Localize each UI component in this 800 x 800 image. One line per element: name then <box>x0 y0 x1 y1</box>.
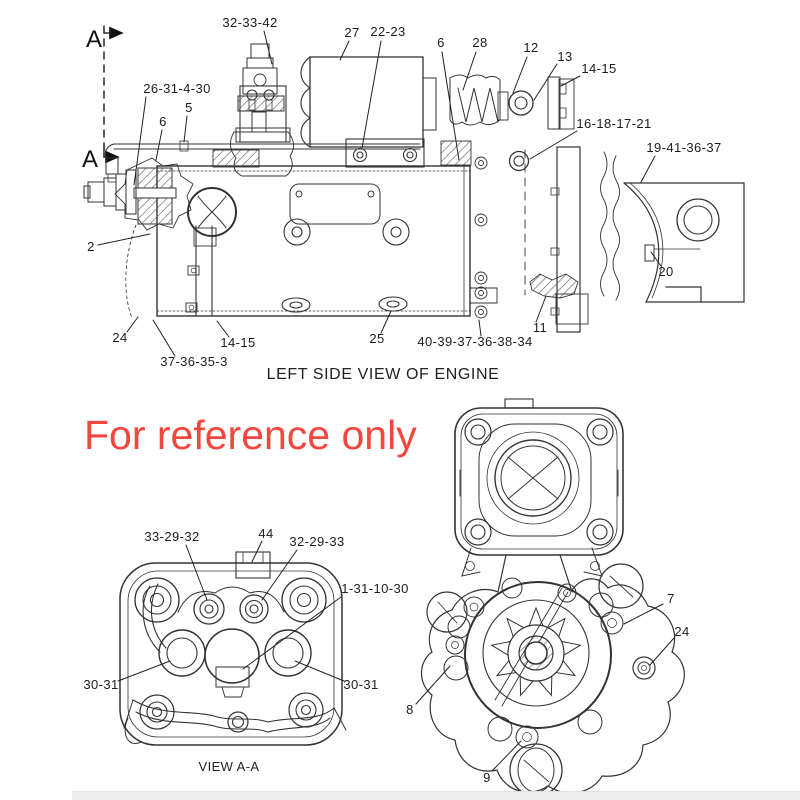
pinion-gear <box>490 606 582 697</box>
section-letter-bottom: A <box>82 146 98 173</box>
callout-33-29-32: 33-29-32 <box>144 529 199 544</box>
callout-11: 11 <box>533 320 547 335</box>
starter-front-view <box>415 398 685 797</box>
callout-37-36-35-3: 37-36-35-3 <box>160 354 228 369</box>
front-drive-group <box>83 157 194 231</box>
fuel-line <box>104 140 421 183</box>
callout-30-31-left: 30-31 <box>83 677 118 692</box>
view-aa-caption: VIEW A-A <box>199 759 260 774</box>
callout-16-18-17-21: 16-18-17-21 <box>576 116 651 131</box>
callout-9: 9 <box>483 770 491 785</box>
callout-44: 44 <box>258 526 273 541</box>
callout-6-left: 6 <box>159 114 167 129</box>
rear-support-bracket <box>623 182 745 303</box>
callout-20: 20 <box>658 264 673 279</box>
engine-leader-lines <box>97 30 662 357</box>
callout-14-15-bottom: 14-15 <box>220 335 255 350</box>
view-aa-leader-lines <box>117 540 345 682</box>
callout-6-top: 6 <box>437 35 445 50</box>
starter-leader-lines <box>415 603 675 772</box>
callout-22-23: 22-23 <box>370 24 405 39</box>
callout-12: 12 <box>523 40 538 55</box>
callout-1-31-10-30: 1-31-10-30 <box>341 581 409 596</box>
engine-left-side-view <box>83 25 745 357</box>
callout-13: 13 <box>557 49 572 64</box>
callout-19-41-36-37: 19-41-36-37 <box>646 140 721 155</box>
block-rear-bolts <box>474 156 488 319</box>
hatched-pad-right <box>440 140 472 166</box>
section-line-a-a <box>103 25 124 164</box>
section-letter-top: A <box>86 26 102 53</box>
reference-only-watermark: For reference only <box>84 412 417 458</box>
callout-7: 7 <box>667 591 675 606</box>
view-a-a <box>117 540 347 746</box>
engine-block <box>125 156 498 319</box>
callout-24-engine: 24 <box>112 330 127 345</box>
starter-motor-side <box>235 56 567 168</box>
callout-8: 8 <box>406 702 414 717</box>
callout-24-starter: 24 <box>674 624 689 639</box>
callout-40-39-37-36-38-34: 40-39-37-36-38-34 <box>417 334 532 349</box>
callout-25: 25 <box>369 331 384 346</box>
callout-28: 28 <box>472 35 487 50</box>
callout-30-31-right: 30-31 <box>343 677 378 692</box>
bottom-scan-strip <box>72 791 800 800</box>
callout-5: 5 <box>185 100 193 115</box>
callout-27: 27 <box>344 25 359 40</box>
housing-hardware <box>426 563 656 797</box>
hatched-pad-left <box>212 149 260 168</box>
flywheel-housing <box>508 78 620 333</box>
callout-2: 2 <box>87 239 95 254</box>
callout-14-15-top: 14-15 <box>581 61 616 76</box>
callout-26-31-4-30: 26-31-4-30 <box>143 81 211 96</box>
callout-32-29-33: 32-29-33 <box>289 534 344 549</box>
engine-view-caption: LEFT SIDE VIEW OF ENGINE <box>267 366 500 383</box>
callout-32-33-42: 32-33-42 <box>222 15 277 30</box>
